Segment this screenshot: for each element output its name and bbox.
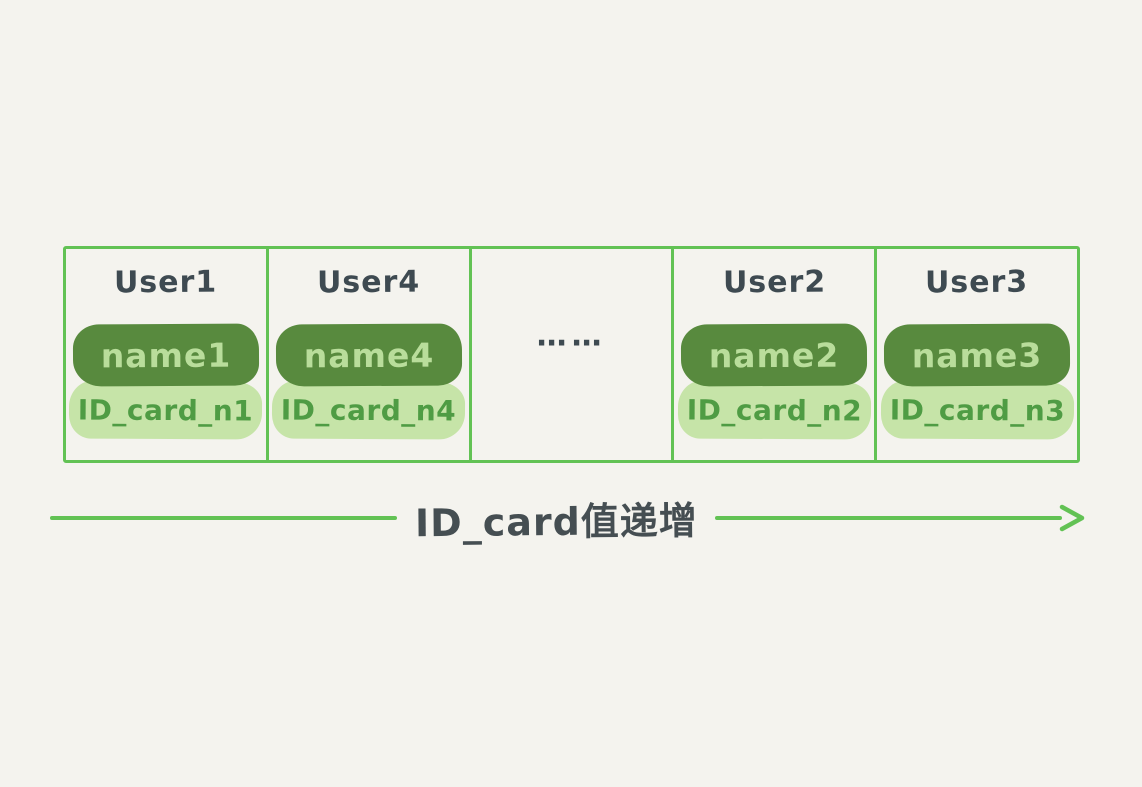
- user-cell-1: User1 name1 ID_card_n1: [66, 249, 269, 460]
- ellipsis-text: ⋯⋯: [536, 326, 607, 361]
- user-label: User1: [114, 264, 218, 301]
- name-badge: name1: [72, 323, 260, 387]
- arrow-head-icon: [1059, 504, 1085, 532]
- user-cell-2: User2 name2 ID_card_n2: [674, 249, 878, 460]
- arrow-label: ID_card值递增: [414, 498, 698, 545]
- user-label: User4: [316, 264, 421, 301]
- arrow-line-left: [50, 516, 397, 520]
- id-card-badge: ID_card_n3: [880, 380, 1074, 440]
- increase-arrow: ID_card值递增: [50, 493, 1090, 545]
- name-badge: name3: [883, 323, 1071, 387]
- user-cell-4: User4 name4 ID_card_n4: [269, 249, 472, 460]
- user-table: User1 name1 ID_card_n1 User4 name4 ID_ca…: [63, 246, 1080, 463]
- user-label: User2: [722, 264, 827, 301]
- ellipsis-cell: ⋯⋯: [472, 249, 675, 460]
- arrow-line-right: [715, 516, 1063, 520]
- id-card-badge: ID_card_n4: [272, 380, 466, 440]
- id-card-badge: ID_card_n1: [69, 380, 263, 440]
- id-card-badge: ID_card_n2: [677, 380, 871, 440]
- name-badge: name2: [681, 323, 868, 387]
- user-cell-3: User3 name3 ID_card_n3: [877, 249, 1077, 460]
- user-label: User3: [925, 264, 1029, 301]
- name-badge: name4: [275, 323, 462, 387]
